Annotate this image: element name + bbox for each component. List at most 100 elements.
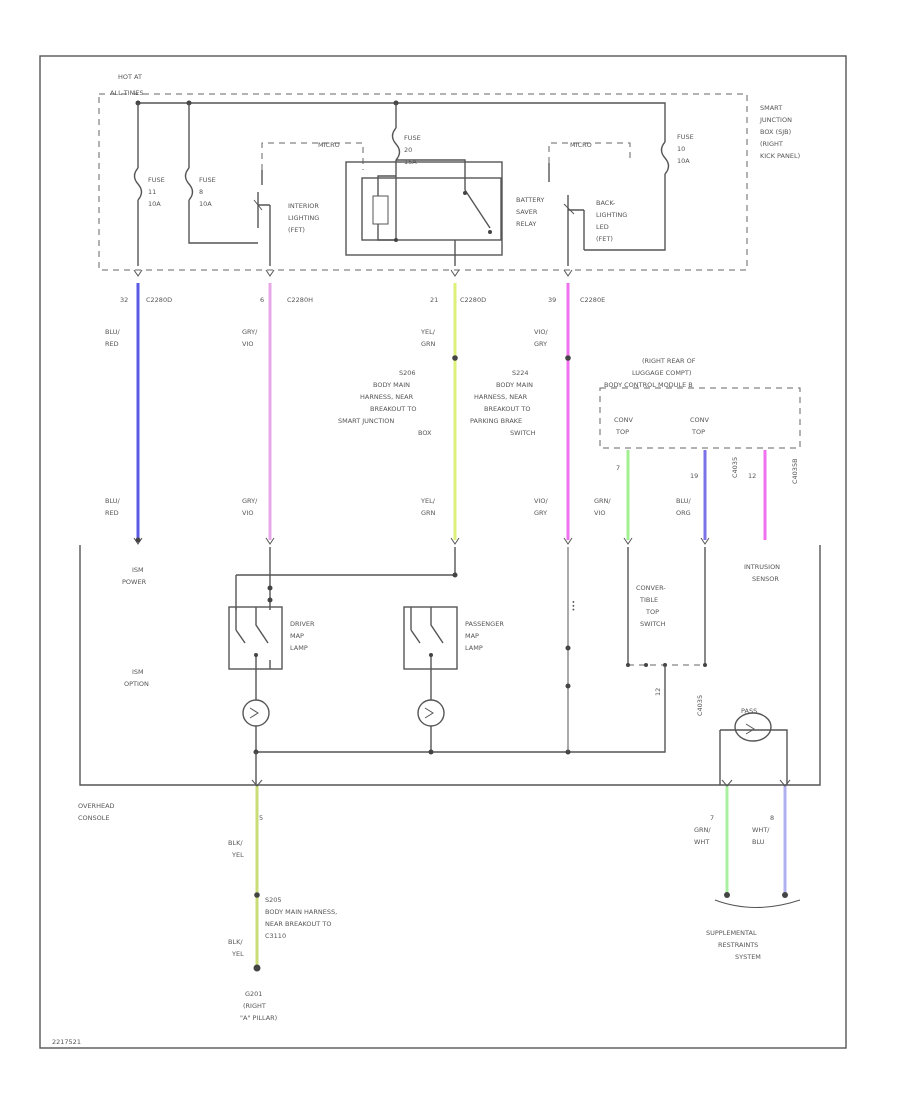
relay-label: SAVER: [516, 208, 538, 216]
splice-label: BREAKOUT TO: [484, 405, 530, 413]
fuse-10: FUSE 10 10A: [584, 133, 694, 251]
backlighting-label: BACK-: [596, 199, 616, 207]
switch-contact: [429, 653, 433, 657]
splice-label: HARNESS, NEAR: [474, 393, 528, 401]
pin-label: 12: [654, 688, 662, 696]
conv-top-switch-label: CONVER-: [636, 584, 666, 592]
wire-label: BLU/: [676, 497, 692, 505]
connector-name: C2280E: [580, 296, 605, 304]
micro-block-1: [261, 142, 364, 170]
connector-name: C2280D: [460, 296, 486, 304]
fuse-label: 10A: [148, 200, 161, 208]
splice-label: BODY MAIN: [496, 381, 533, 389]
wire-label: RED: [105, 340, 119, 348]
diagram-id: 2217521: [52, 1038, 81, 1046]
console-connector-bottom: [721, 779, 733, 787]
pin-label: 7: [710, 814, 714, 822]
hot-bus: [138, 102, 666, 142]
micro-label: MICRO: [318, 141, 340, 149]
srs-terminal: [782, 892, 788, 898]
driver-map-lamp-switch: DRIVER MAP LAMP: [228, 606, 315, 670]
srs-label: SUPPLEMENTAL: [706, 929, 757, 937]
splice-label: NEAR BREAKOUT TO: [265, 920, 331, 928]
sjb-label: SMART JUNCTION BOX (SJB) (RIGHT KICK PAN…: [759, 104, 800, 160]
splice-s206-dot: [452, 355, 458, 361]
console-connector-bottom: [251, 779, 263, 787]
ism-power-label: POWER: [122, 578, 147, 586]
connector-c2280d-21: 21 C2280D: [430, 269, 486, 304]
smart-junction-box-outline: [98, 93, 748, 271]
splice-label: PARKING BRAKE: [470, 417, 522, 425]
inline-label: •••: [569, 600, 577, 612]
passenger-map-lamp-bulb: [417, 669, 445, 752]
relay-contact: [488, 230, 492, 234]
wire-label: YEL: [231, 851, 244, 859]
battery-saver-relay: BATTERY SAVER RELAY: [345, 159, 544, 266]
connector-name: C2280D: [146, 296, 172, 304]
splice-label: BODY MAIN: [373, 381, 410, 389]
switch-contact: [644, 663, 648, 667]
fuse-label: 11: [148, 188, 156, 196]
sjb-label-line: KICK PANEL): [760, 152, 800, 160]
backlighting-led-fet: BACK- LIGHTING LED (FET): [548, 163, 627, 266]
passenger-map-lamp-label: PASSENGER: [465, 620, 504, 628]
connector-name: C2280H: [287, 296, 313, 304]
ground-label: G201: [245, 990, 262, 998]
rcm-pin-name: C4035: [731, 457, 739, 478]
feed-node: [267, 585, 273, 591]
hot-at-all-times-line2: ALL TIMES: [110, 89, 143, 97]
relay-label: BATTERY: [516, 196, 544, 204]
ism-option-label: OPTION: [124, 680, 149, 688]
ground-g201-terminal: [253, 964, 261, 972]
splice-label: C3110: [265, 932, 286, 940]
interior-lighting-fet: INTERIOR LIGHTING (FET): [253, 170, 319, 266]
wire-label: RED: [105, 509, 119, 517]
rcm-pin-name: C4035B: [791, 458, 799, 484]
convertible-top-switch: CONVER- TIBLE TOP SWITCH 12 C4035: [626, 547, 707, 716]
fuse-8: FUSE 8 10A: [184, 103, 258, 244]
sjb-label-line: JUNCTION: [759, 116, 792, 124]
ground-label: "A" PILLAR): [240, 1014, 277, 1022]
feed-node: [452, 572, 458, 578]
overhead-console-label: OVERHEAD: [78, 802, 115, 810]
fuse-11: FUSE 11 10A: [133, 103, 165, 266]
splice-label: HARNESS, NEAR: [360, 393, 414, 401]
sjb-label-line: SMART: [760, 104, 782, 112]
rcm-label: (RIGHT REAR OF: [642, 357, 696, 365]
rcm-label: LUGGAGE COMPT): [632, 369, 691, 377]
srs-bracket: [714, 899, 801, 908]
driver-map-lamp-label: LAMP: [290, 644, 308, 652]
wire-label: VIO: [242, 509, 253, 517]
splice-s205-dot: [254, 892, 260, 898]
passenger-map-lamp-label: LAMP: [465, 644, 483, 652]
wire-label: VIO/: [534, 328, 548, 336]
console-connector: [563, 537, 573, 545]
splice-label: S205: [265, 896, 282, 904]
sjb-label-line: BOX (SJB): [760, 128, 791, 136]
fuse-label: 20: [404, 146, 412, 154]
pass-indicator: PASS: [719, 707, 788, 785]
body-control-module-b: (RIGHT REAR OF LUGGAGE COMPT) BODY CONTR…: [599, 357, 801, 484]
ground-label: (RIGHT: [243, 1002, 266, 1010]
fuse-label: FUSE: [199, 176, 216, 184]
fuse-label: 10: [677, 145, 685, 153]
connector-c2280e-39: 39 C2280E: [548, 269, 605, 304]
connector-pin: 32: [120, 296, 128, 304]
fuse-label: 8: [199, 188, 203, 196]
wire-label: WHT: [694, 838, 709, 846]
splice-label: SWITCH: [510, 429, 536, 437]
wire-label: BLU/: [105, 328, 121, 336]
overhead-console-outline: [79, 545, 821, 786]
rcm-label: BODY CONTROL MODULE B: [604, 381, 693, 389]
fuse-label: 10A: [677, 157, 690, 165]
fuse-label: FUSE: [404, 134, 421, 142]
console-connector: [700, 537, 710, 545]
conv-top-switch-label: SWITCH: [640, 620, 666, 628]
intrusion-sensor-label: SENSOR: [752, 575, 779, 583]
diagram-border: [39, 55, 847, 1049]
wire-label: BLK/: [228, 839, 243, 847]
srs-terminal: [724, 892, 730, 898]
wire-label: GRN: [421, 340, 436, 348]
wire-label: YEL: [231, 950, 244, 958]
hot-at-all-times-line1: HOT AT: [118, 73, 142, 81]
